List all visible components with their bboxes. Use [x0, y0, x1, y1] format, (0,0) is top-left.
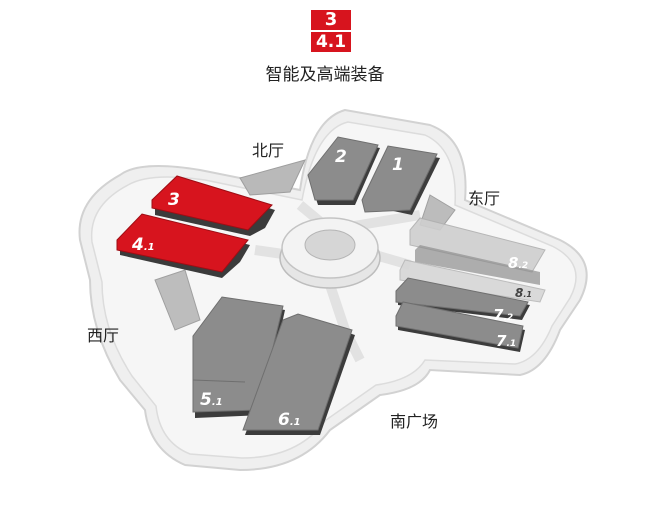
zone-title: 智能及高端装备 — [265, 65, 385, 85]
hall-8-1-label: 8.1 — [515, 286, 532, 300]
north-corridor — [239, 159, 306, 196]
hall-7-1-label: 7.1 — [496, 332, 516, 350]
hall-8-2-label: 8.2 — [508, 254, 528, 272]
connector-corridors — [154, 159, 456, 331]
west-hall-label: 西厅 — [87, 326, 120, 345]
hall-6-1[interactable]: 6.1 — [242, 313, 355, 435]
hall-7-2-label: 7.2 — [493, 306, 513, 324]
hall-3[interactable]: 3 — [151, 175, 275, 236]
hall-6-1-label: 6.1 — [278, 410, 301, 430]
central-rotunda — [279, 217, 381, 289]
hall-5-1-label: 5.1 — [200, 390, 223, 410]
east-hall-label: 东厅 — [468, 189, 501, 208]
hall-7-2[interactable]: 7.2 — [395, 277, 530, 324]
west-corridor — [154, 269, 201, 331]
hall-7-1[interactable]: 7.1 — [395, 301, 525, 352]
hall-4-1-label: 4.1 — [131, 235, 155, 255]
hall-8-2[interactable]: 8.2 — [409, 217, 546, 285]
hall-4-1[interactable]: 4.1 — [116, 213, 250, 278]
north-hall-label: 北厅 — [252, 141, 285, 160]
badge-hall-3: 3 — [311, 10, 351, 30]
hall-3-label: 3 — [168, 190, 180, 210]
zone-legend-badge: 3 4.1 — [311, 10, 351, 52]
south-plaza-label: 南广场 — [390, 412, 439, 431]
hall-2-label: 2 — [335, 147, 347, 167]
hall-1-label: 1 — [392, 155, 404, 175]
hall-1[interactable]: 1 — [361, 145, 440, 215]
hall-8-1[interactable]: 8.1 — [399, 259, 546, 303]
hall-2[interactable]: 2 — [307, 136, 380, 205]
badge-hall-4-1: 4.1 — [311, 32, 351, 52]
